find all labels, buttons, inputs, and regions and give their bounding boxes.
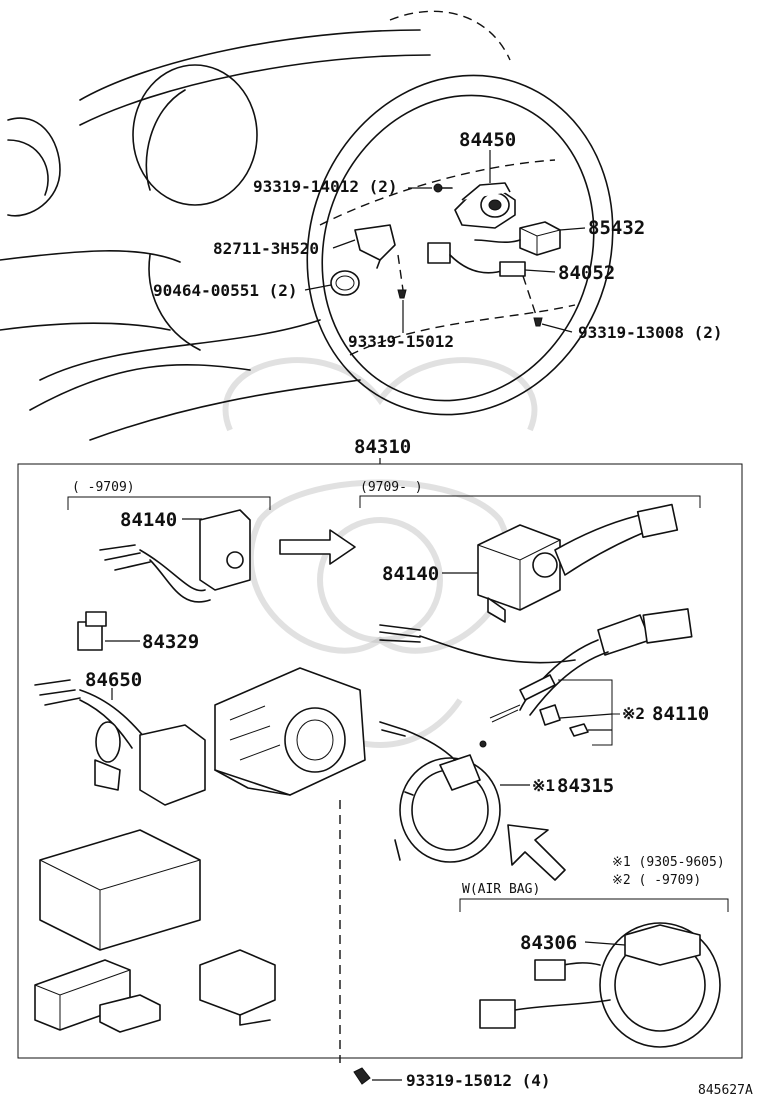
range-label-left: ( -9709) <box>72 480 135 495</box>
top-leader-lines <box>304 150 586 333</box>
label-85432: 85432 <box>588 217 645 239</box>
part-84650-switch <box>34 679 206 806</box>
part-84315-spiral-cable <box>379 721 501 863</box>
part-84306-spiral-cable <box>479 922 721 1048</box>
part-screw-bottom <box>353 1067 402 1085</box>
part-84140-right <box>477 503 679 623</box>
label-84140-right: 84140 <box>382 563 439 585</box>
range-bracket-left <box>67 496 271 510</box>
part-bottom-left-bracket <box>34 829 276 1033</box>
label-84110: 84110 <box>652 703 709 725</box>
arrow-right-icon <box>279 529 356 565</box>
note-2: ※2 ( -9709) <box>612 873 701 888</box>
range-label-right: (9709- ) <box>360 480 423 495</box>
label-84650: 84650 <box>85 669 142 691</box>
leader-84306 <box>584 941 626 946</box>
label-84315: 84315 <box>557 775 614 797</box>
label-93319-15012-top: 93319-15012 <box>348 332 454 351</box>
arrow-up-left-icon <box>507 824 566 881</box>
part-84052-harness <box>427 242 526 277</box>
part-wiper-lever <box>379 608 693 748</box>
note-1: ※1 (9305-9605) <box>612 855 725 870</box>
steering-wheel <box>306 10 614 416</box>
assembly-84310-box <box>17 463 743 1059</box>
label-93319-15012-bottom: 93319-15012 (4) <box>406 1071 551 1090</box>
label-84140-left: 84140 <box>120 509 177 531</box>
part-84329-connector <box>77 611 107 651</box>
range-bracket-airbag <box>459 898 729 912</box>
label-84329: 84329 <box>142 631 199 653</box>
label-84450: 84450 <box>459 129 516 151</box>
label-w-air-bag: W(AIR BAG) <box>462 882 540 897</box>
part-82711-bracket <box>354 224 396 269</box>
part-screws-top <box>397 183 543 327</box>
diagram-id: 845627A <box>698 1083 753 1098</box>
range-bracket-right <box>359 495 701 508</box>
part-84140-left <box>99 509 251 603</box>
label-84052: 84052 <box>558 262 615 284</box>
label-90464-00551: 90464-00551 (2) <box>153 281 298 300</box>
label-82711-3H520: 82711-3H520 <box>213 239 319 258</box>
label-84306: 84306 <box>520 932 577 954</box>
label-93319-14012: 93319-14012 (2) <box>253 177 398 196</box>
label-84310: 84310 <box>354 436 411 458</box>
mark-1: ※1 <box>532 776 555 795</box>
part-90464-clamp <box>330 270 360 296</box>
mark-2: ※2 <box>622 704 645 723</box>
part-switch-housing <box>214 667 366 796</box>
label-93319-13008: 93319-13008 (2) <box>578 323 723 342</box>
part-84450-horn-switch <box>454 182 516 229</box>
dashboard-outline <box>0 29 431 441</box>
part-84110-parts <box>539 679 620 746</box>
part-85432-relay <box>474 221 561 256</box>
